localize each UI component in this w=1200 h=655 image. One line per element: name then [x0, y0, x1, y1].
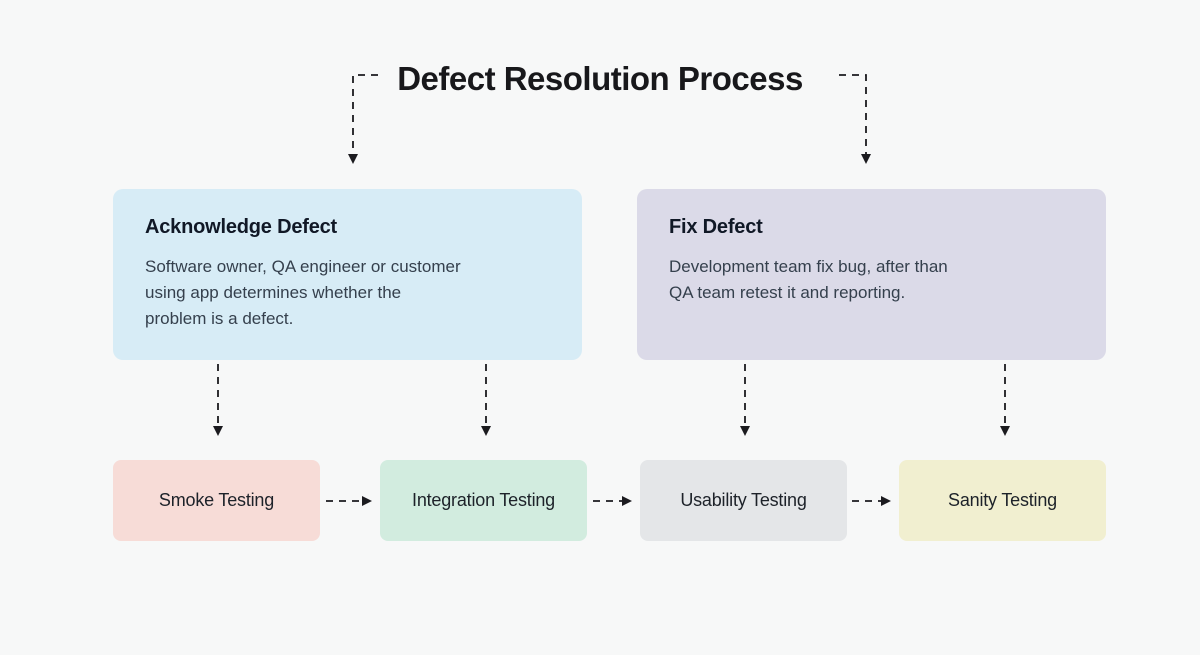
test-box-label: Sanity Testing — [948, 490, 1057, 510]
page-title: Defect Resolution Process — [397, 60, 803, 97]
stage-card-acknowledge-defect: Acknowledge Defect Software owner, QA en… — [113, 189, 582, 360]
test-box-integration-testing: Integration Testing — [380, 460, 587, 541]
stage-title: Acknowledge Defect — [145, 216, 338, 238]
test-box-sanity-testing: Sanity Testing — [899, 460, 1106, 541]
stage-description: Development team fix bug, after than QA … — [669, 257, 948, 302]
test-box-smoke-testing: Smoke Testing — [113, 460, 320, 541]
stage-card-fix-defect: Fix Defect Development team fix bug, aft… — [637, 189, 1106, 360]
stage-description: Software owner, QA engineer or customer … — [145, 257, 461, 328]
test-box-label: Integration Testing — [412, 490, 555, 510]
test-box-label: Smoke Testing — [158, 490, 275, 510]
test-box-usability-testing: Usability Testing — [640, 460, 847, 541]
stage-title: Fix Defect — [669, 216, 763, 238]
test-box-label: Usability Testing — [680, 490, 807, 510]
